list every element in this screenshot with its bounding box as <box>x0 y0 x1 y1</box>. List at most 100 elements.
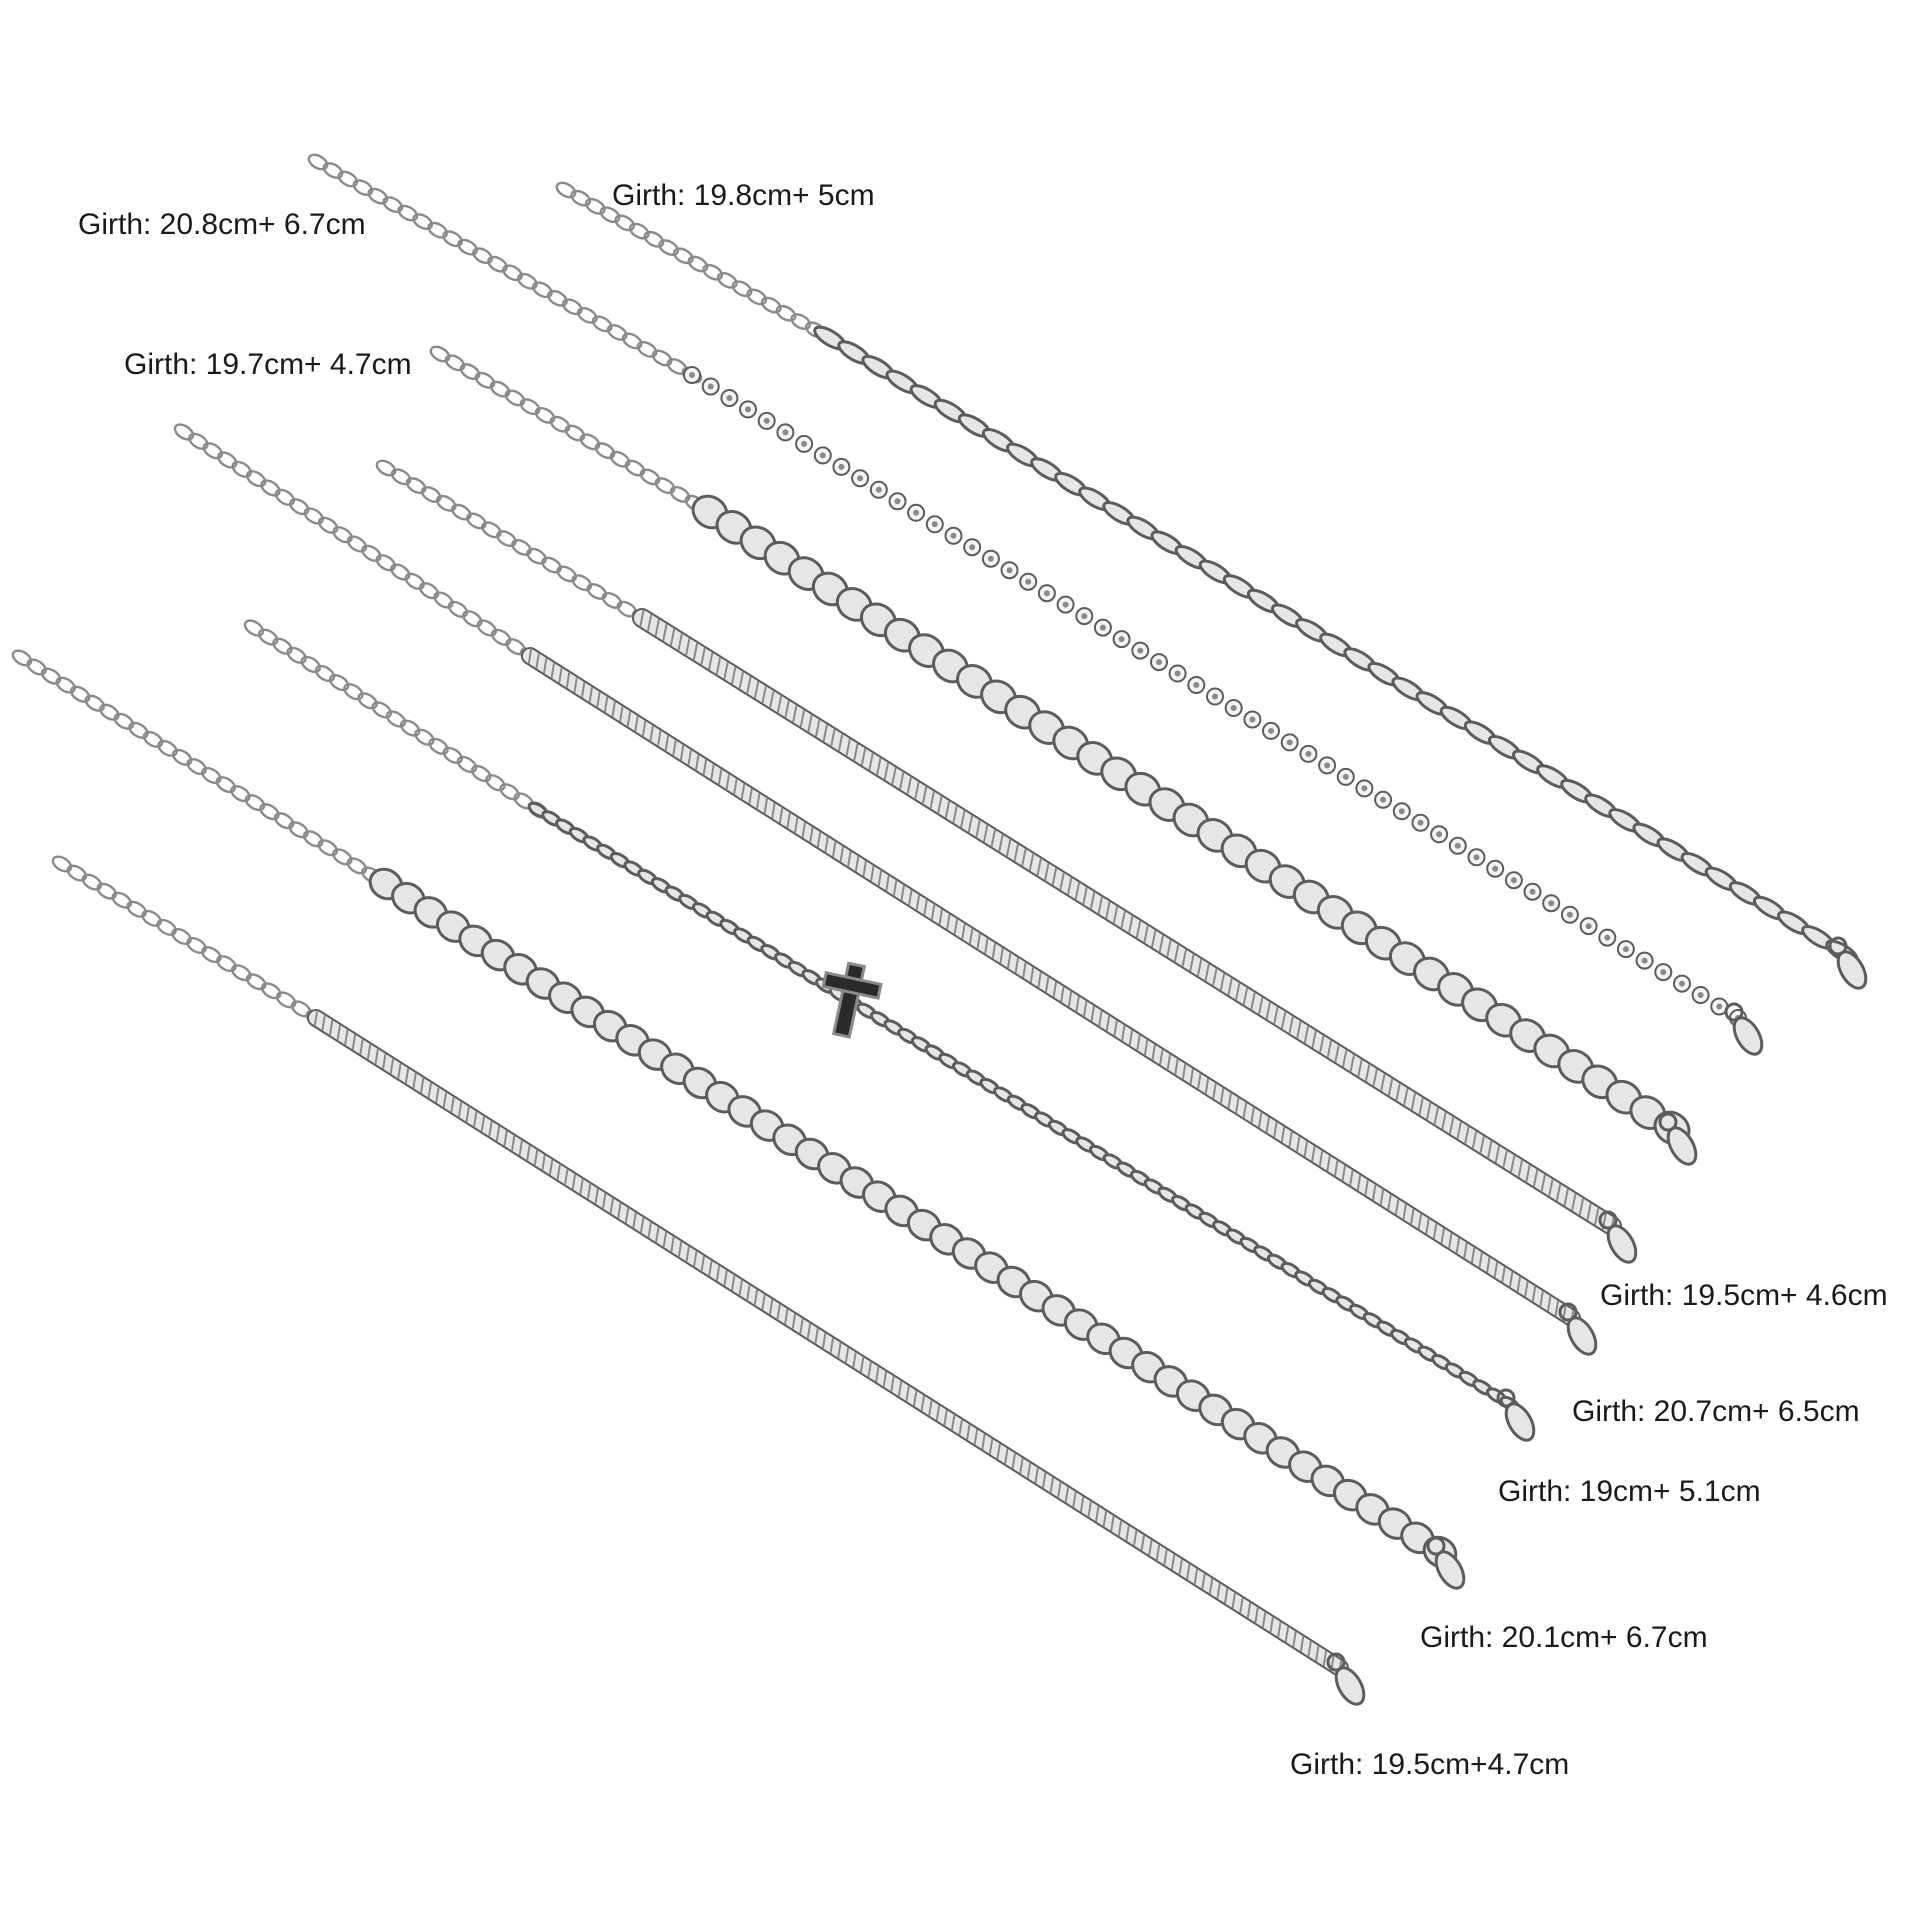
rhinestone-facet <box>1174 670 1181 677</box>
rhinestone-facet <box>1454 842 1461 849</box>
chain-texture <box>935 1405 941 1421</box>
label-cross: Girth: 19cm+ 5.1cm <box>1498 1475 1761 1508</box>
chain-texture <box>1395 1083 1401 1101</box>
extender-link <box>275 991 297 1009</box>
chain-texture <box>1011 1453 1017 1469</box>
chain-texture <box>1440 1228 1445 1244</box>
extender-link <box>470 765 492 783</box>
extender-link <box>444 354 466 372</box>
rhinestone-facet <box>1324 762 1331 769</box>
chain-texture <box>1041 1472 1047 1488</box>
extender-link <box>541 556 562 574</box>
rhinestone-facet <box>1268 727 1274 734</box>
chain-texture <box>973 1429 979 1445</box>
chain-texture <box>558 667 563 683</box>
chain-texture <box>1387 1078 1394 1096</box>
chain-texture <box>655 1227 660 1243</box>
extender-link <box>259 803 280 821</box>
chain-texture <box>733 778 738 795</box>
chain-texture <box>1258 997 1264 1015</box>
chain-texture <box>1501 1266 1506 1283</box>
rhinestone-facet <box>1660 969 1667 976</box>
extender-link <box>186 757 207 776</box>
extender-link <box>343 683 364 701</box>
extender-link <box>399 719 421 737</box>
extender-link <box>201 946 222 964</box>
extender-link <box>367 187 389 205</box>
chain-texture <box>1067 991 1073 1007</box>
extender-link <box>217 451 238 469</box>
chain-texture <box>981 1434 986 1450</box>
chain-texture <box>1201 1573 1206 1589</box>
chain-texture <box>1219 1088 1225 1104</box>
chain-texture <box>503 1130 508 1147</box>
chain-texture <box>672 740 677 756</box>
chain-texture <box>657 730 662 746</box>
extender-link <box>459 363 481 381</box>
chain-texture <box>359 1039 364 1055</box>
chain-texture <box>710 764 715 780</box>
chain-texture <box>1273 1006 1279 1024</box>
extender-link <box>156 918 177 936</box>
rhinestone-facet <box>782 429 789 436</box>
chain-texture <box>1394 1199 1400 1215</box>
chain-texture <box>778 807 784 824</box>
label-figaro: Girth: 19.8cm+ 5cm <box>612 179 875 212</box>
chain-texture <box>1049 1477 1055 1493</box>
chain-texture <box>793 817 799 833</box>
chain-texture <box>799 1318 804 1334</box>
chain-texture <box>946 914 951 930</box>
chain-band <box>523 649 1579 1325</box>
extender-link <box>485 774 506 792</box>
extender-link <box>317 516 339 534</box>
extender-link <box>332 526 353 544</box>
chain-texture <box>761 686 767 704</box>
extender-link <box>490 628 512 646</box>
rhinestone-facet <box>1099 624 1106 631</box>
chain-texture <box>996 1443 1001 1459</box>
extender-link <box>476 619 498 637</box>
chain-texture <box>1067 877 1073 895</box>
chain-texture <box>1034 1467 1039 1484</box>
chain-texture <box>351 1034 357 1050</box>
rhinestone-facet <box>1436 831 1443 838</box>
chain-texture <box>1120 911 1126 929</box>
chain-texture <box>1181 1063 1187 1080</box>
chain-texture <box>649 725 654 741</box>
chain-texture <box>1403 1088 1409 1106</box>
chain-texture <box>1319 1035 1325 1053</box>
bracelets-group <box>11 153 1868 1706</box>
rhinestone-facet <box>1473 854 1480 861</box>
chain-texture <box>776 1304 781 1320</box>
chain-texture <box>556 1164 561 1180</box>
chain-texture <box>1072 1491 1077 1508</box>
chain-texture <box>1064 1487 1070 1503</box>
chain-texture <box>967 815 974 833</box>
chain-texture <box>662 623 668 641</box>
chain-texture <box>1105 901 1111 919</box>
chain-texture <box>746 676 752 694</box>
chain-texture <box>321 1015 326 1031</box>
chain-texture <box>1022 962 1027 978</box>
extender-link <box>171 748 193 766</box>
chain-texture <box>685 638 691 656</box>
chain-texture <box>815 719 821 737</box>
chain-texture <box>465 1106 470 1122</box>
chain-texture <box>632 1212 637 1228</box>
chain-texture <box>755 793 761 809</box>
extender-link <box>405 477 427 495</box>
chain-texture <box>1261 1612 1267 1628</box>
extender-link <box>231 460 252 478</box>
rhinestone-facet <box>1081 613 1088 620</box>
rhinestone-facet <box>1137 647 1144 654</box>
extender-link <box>599 206 621 224</box>
chain-texture <box>1292 1631 1297 1647</box>
extender-link <box>499 783 520 801</box>
chain-texture <box>1148 1539 1153 1556</box>
chain-texture <box>1057 1482 1062 1498</box>
chain-texture <box>1265 1002 1271 1020</box>
rhinestone-facet <box>689 372 695 378</box>
chain-texture <box>890 1376 895 1392</box>
chain-texture <box>1079 1496 1085 1512</box>
chain-texture <box>1548 1179 1554 1197</box>
